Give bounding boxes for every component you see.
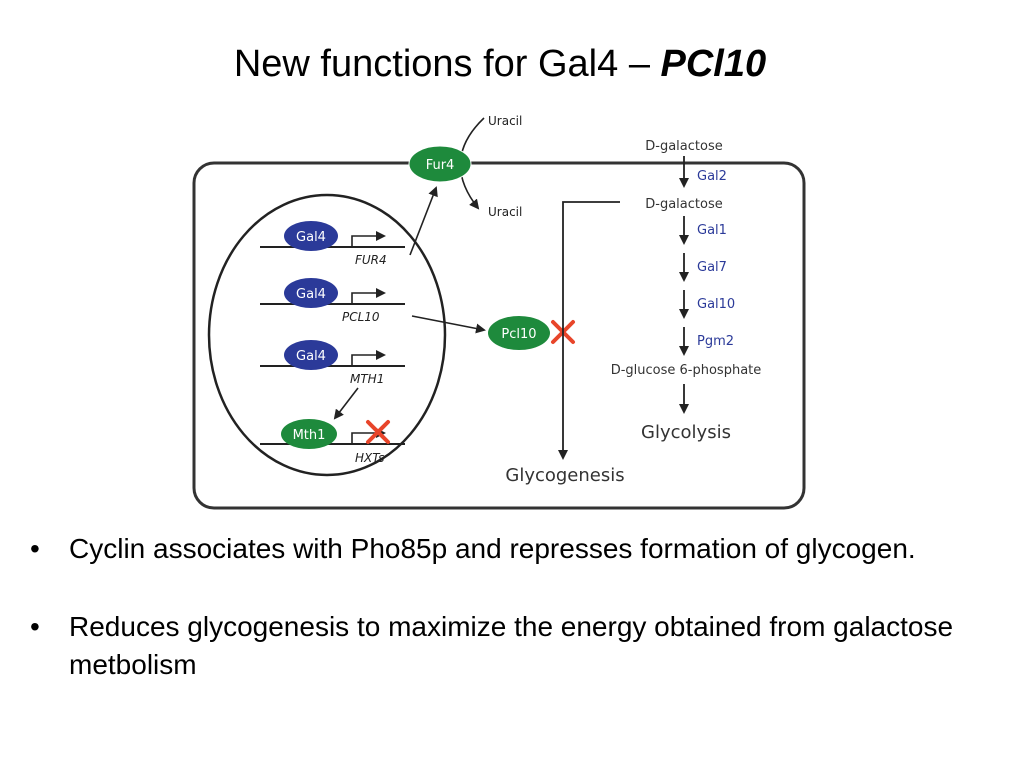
transcription-start-arrow bbox=[351, 288, 386, 304]
enzyme-gal7: Gal7 bbox=[697, 260, 727, 275]
cell-membrane bbox=[192, 161, 806, 510]
galactose-inside-label: D-galactose bbox=[645, 197, 722, 212]
gene-fur4-group: Gal4 FUR4 bbox=[260, 186, 438, 267]
enzyme-gal1: Gal1 bbox=[697, 223, 727, 238]
transcription-start-arrow bbox=[351, 350, 386, 366]
gal4-protein bbox=[284, 278, 338, 308]
glycolysis-label: Glycolysis bbox=[641, 422, 731, 443]
gene-mth1-group: Gal4 MTH1 bbox=[260, 340, 405, 420]
bullet-marker: • bbox=[30, 611, 40, 642]
bullet-list: • Cyclin associates with Pho85p and repr… bbox=[30, 530, 970, 724]
fur4-protein bbox=[408, 145, 472, 183]
gal4-label: Gal4 bbox=[296, 230, 326, 245]
bullet-text: Reduces glycogenesis to maximize the ene… bbox=[69, 611, 954, 680]
glucose-6-phosphate-label: D-glucose 6-phosphate bbox=[611, 363, 762, 378]
gene-label-mth1: MTH1 bbox=[350, 372, 384, 386]
gene-label-fur4: FUR4 bbox=[355, 253, 387, 267]
pcl10-to-protein-arrow bbox=[411, 315, 486, 334]
hxts-repression-x-icon bbox=[366, 420, 390, 444]
bullet-marker: • bbox=[30, 533, 40, 564]
enzyme-gal10: Gal10 bbox=[697, 297, 735, 312]
gene-hxts-group: Mth1 HXTs bbox=[260, 419, 405, 465]
pcl10-protein-label: Pcl10 bbox=[501, 327, 536, 342]
gal4-label: Gal4 bbox=[296, 287, 326, 302]
mth1-to-protein-arrow bbox=[333, 387, 359, 420]
gal4-protein bbox=[284, 340, 338, 370]
fur4-to-protein-arrow bbox=[409, 186, 438, 256]
bullet-item: • Cyclin associates with Pho85p and repr… bbox=[30, 530, 970, 568]
uracil-top-label: Uracil bbox=[488, 114, 522, 128]
glycogenesis-label: Glycogenesis bbox=[505, 465, 624, 486]
pcl10-protein bbox=[488, 316, 550, 350]
enzyme-gal2: Gal2 bbox=[697, 169, 727, 184]
uracil-bottom-label: Uracil bbox=[488, 205, 522, 219]
gene-label-hxts: HXTs bbox=[355, 451, 384, 465]
mth1-protein-label: Mth1 bbox=[293, 428, 326, 443]
gene-pcl10-group: Gal4 PCL10 bbox=[260, 278, 486, 334]
bullet-text: Cyclin associates with Pho85p and repres… bbox=[69, 533, 916, 564]
gene-label-pcl10: PCL10 bbox=[342, 310, 380, 324]
transcription-start-arrow bbox=[351, 231, 386, 247]
nucleus bbox=[207, 193, 447, 477]
transcription-start-arrow bbox=[351, 428, 386, 444]
title-prefix: New functions for Gal4 – bbox=[233, 43, 661, 85]
gal4-protein bbox=[284, 221, 338, 251]
glycogenesis-branch-arrow bbox=[558, 201, 620, 460]
bullet-item: • Reduces glycogenesis to maximize the e… bbox=[30, 608, 970, 684]
galactose-outside-label: D-galactose bbox=[645, 139, 722, 154]
fur4-protein-label: Fur4 bbox=[426, 158, 455, 173]
gal4-label: Gal4 bbox=[296, 349, 326, 364]
title-emphasis: PCl10 bbox=[660, 43, 767, 85]
enzyme-pgm2: Pgm2 bbox=[697, 334, 734, 349]
mth1-protein bbox=[281, 419, 337, 449]
slide-title: New functions for Gal4 – PCl10 bbox=[0, 40, 1000, 88]
